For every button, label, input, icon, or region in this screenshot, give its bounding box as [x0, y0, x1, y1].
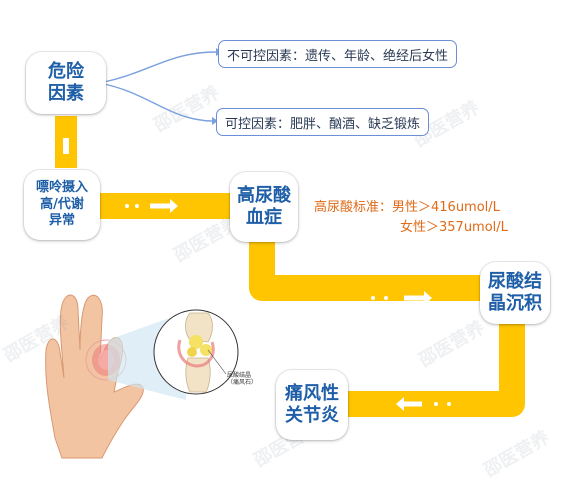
crystal-caption-line1: 尿酸结晶 [227, 372, 252, 379]
node-risk-line1: 危险 [48, 60, 84, 82]
node-crystal-line1: 尿酸结 [488, 270, 542, 292]
node-hyperuricemia: 高尿酸 血症 [230, 172, 298, 242]
crystal-caption-line2: （痛风石） [227, 379, 258, 386]
flow-arrow-2 [371, 291, 432, 305]
node-purine-intake: 嘌呤摄入 高/代谢 异常 [24, 170, 100, 240]
connector-lower-arrowhead [212, 117, 218, 125]
hand-illustration [45, 294, 239, 459]
node-gout-line1: 痛风性 [285, 382, 339, 404]
flow-arrow-3 [396, 397, 451, 411]
caption-pointer [207, 349, 227, 375]
node-risk-factors: 危险 因素 [26, 52, 106, 114]
node-gouty-arthritis: 痛风性 关节炎 [276, 370, 348, 440]
connector-lower [103, 83, 213, 122]
node-intake-line2: 高/代谢 [40, 196, 84, 212]
inflamed-tissue [177, 339, 215, 368]
node-intake-line1: 嘌呤摄入 [35, 179, 88, 195]
node-risk-line2: 因素 [48, 83, 84, 104]
uncontrollable-factors-label: 不可控因素：遗传、年龄、绝经后女性 [218, 40, 458, 68]
node-intake-line3: 异常 [48, 213, 75, 229]
flow-arrow-1 [125, 199, 178, 213]
node-hyper-line2: 血症 [246, 207, 282, 228]
node-crystal-line2: 晶沉积 [488, 293, 542, 314]
controllable-factors-label: 可控因素：肥胖、酗酒、缺乏锻炼 [216, 108, 430, 136]
node-crystal-deposition: 尿酸结 晶沉积 [480, 262, 550, 324]
node-gout-line2: 关节炎 [285, 405, 339, 426]
crystal-deposit-2 [200, 344, 212, 356]
bone-upper [185, 312, 213, 343]
node-hyper-line1: 高尿酸 [237, 184, 291, 206]
uric-acid-criteria-male: 高尿酸标准：男性＞416umol/L [314, 200, 500, 215]
crystal-deposit-3 [187, 347, 197, 357]
down-arrow [63, 138, 69, 154]
crystal-caption: 尿酸结晶 （痛风石） [227, 372, 257, 386]
connector-upper [103, 51, 217, 83]
crystal-deposit-1 [189, 335, 203, 349]
uric-acid-criteria-female: 女性＞357umol/L [400, 220, 508, 235]
